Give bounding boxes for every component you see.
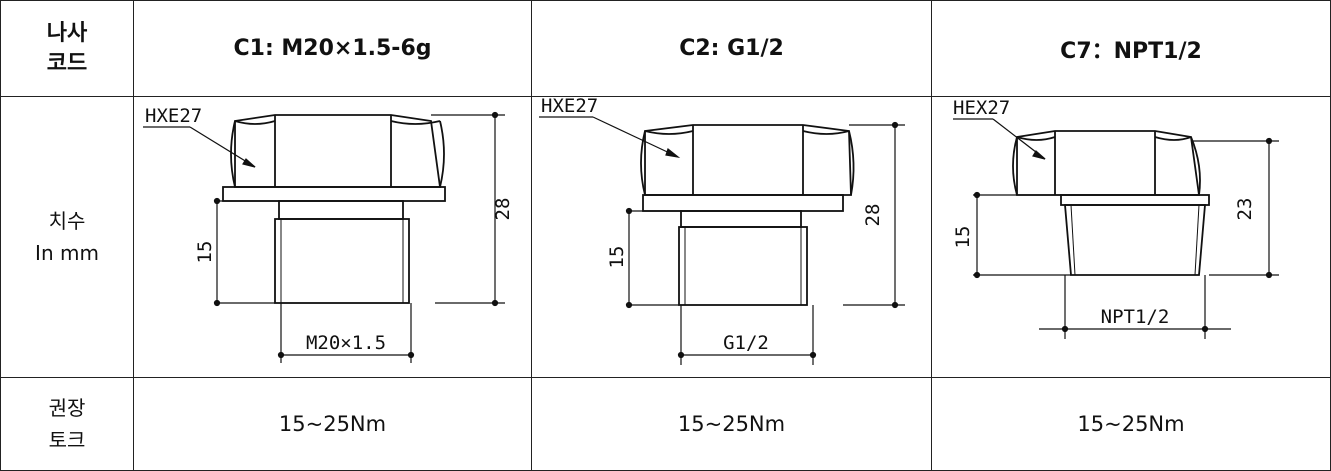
torque-label-line1: 권장 [48,396,86,420]
thread-code-row: 나사 코드 C1: M20×1.5-6g C2: G1/2 C7：NPT1/2 [0,0,1331,97]
flange-c1 [221,186,446,202]
drawing-cell-c7: HEX27 23 15 NPT1/2 [931,96,1331,378]
header-c7: C7：NPT1/2 [931,0,1331,97]
hex-label-c7: HEX27 [953,97,1010,119]
drawing-cell-c1: HXE27 28 15 M20×1.5 [133,96,532,378]
thread-label-c7: NPT1/2 [1100,306,1169,328]
dimension-row: 치수 In mm [0,95,1331,378]
thread-body-c7 [1063,204,1206,276]
thread-body-c1 [273,218,410,304]
torque-c1: 15~25Nm [133,377,532,471]
collar-c7 [1059,194,1210,206]
hex-head-c2 [643,124,852,196]
height-label-c2: 28 [862,204,884,227]
hex-head-c1 [233,114,441,188]
torque-c7: 15~25Nm [931,377,1331,471]
dimension-label-line1: 치수 [48,209,86,233]
thread-code-label-line2: 코드 [46,50,88,76]
plug-drawing-c7: HEX27 23 15 NPT1/2 [952,97,1279,339]
flange-c2 [641,194,844,212]
dimension-label: 치수 In mm [0,96,134,378]
torque-label-line2: 토크 [48,428,86,452]
thread-code-label-line1: 나사 [46,20,88,46]
hex-label-c1: HXE27 [145,105,202,127]
torque-row: 권장 토크 15~25Nm 15~25Nm 15~25Nm [0,377,1331,471]
drawing-cell-c2: HXE27 28 15 G1/2 [531,95,932,378]
plug-drawing-c2: HXE27 28 15 G1/2 [538,95,905,365]
thread-len-label-c1: 15 [194,241,216,264]
thread-len-label-c2: 15 [606,246,628,269]
hex-label-c2: HXE27 [541,97,598,117]
plug-drawing-c1: HXE27 28 15 M20×1.5 [142,105,514,363]
header-c1: C1: M20×1.5-6g [133,0,532,97]
torque-c2: 15~25Nm [531,377,932,471]
thread-body-c2 [677,226,808,306]
thread-code-label: 나사 코드 [0,0,134,97]
header-c2: C2: G1/2 [531,0,932,97]
dimension-label-line2: In mm [35,241,99,265]
thread-label-c2: G1/2 [723,332,769,354]
thread-label-c1: M20×1.5 [305,332,385,354]
height-label-c1: 28 [492,198,514,221]
height-label-c7: 23 [1234,198,1256,221]
thread-len-label-c7: 15 [952,226,974,249]
torque-label: 권장 토크 [0,377,134,471]
